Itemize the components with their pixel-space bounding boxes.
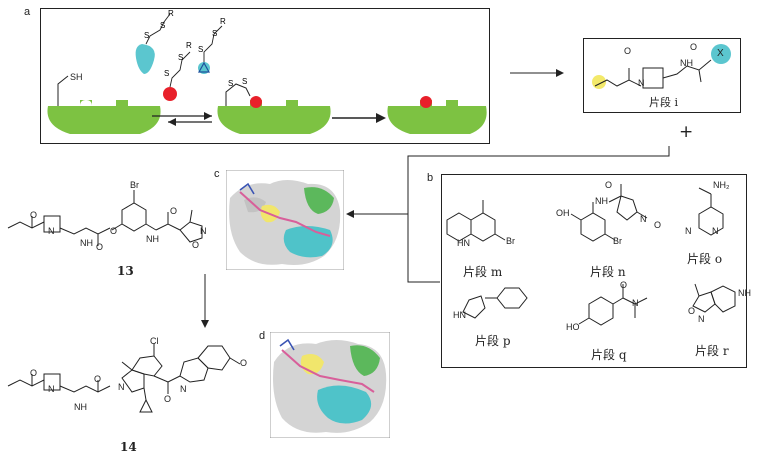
x-group-label: X <box>717 48 724 59</box>
atom-sh: SH <box>70 72 83 82</box>
atom-nh: NH <box>146 234 159 244</box>
atom-n: N <box>698 314 705 324</box>
atom-n: N <box>118 382 125 392</box>
triangle-ligand <box>197 25 223 74</box>
atom-nh2: NH₂ <box>713 180 730 190</box>
plus-sign: + <box>679 122 694 142</box>
arrow-to-fragment-i <box>510 69 564 77</box>
connector-lines <box>346 146 670 283</box>
compound-13-structure <box>7 190 203 246</box>
atom-o: O <box>620 280 628 290</box>
atom-o: O <box>690 42 698 52</box>
atom-o: O <box>30 210 38 220</box>
atom-nh: NH <box>680 58 693 68</box>
atom-o: O <box>30 368 38 378</box>
atom-o: O <box>624 46 632 56</box>
panel-a-letter: a <box>24 6 31 18</box>
compound-14-structure <box>7 344 241 413</box>
atom-br: Br <box>506 236 515 246</box>
atom-r: R <box>220 17 226 26</box>
atom-o: O <box>240 358 248 368</box>
compound-14-label: 14 <box>120 440 137 454</box>
atom-o: O <box>192 240 200 250</box>
structure-r <box>692 283 736 313</box>
atom-s: S <box>212 29 217 38</box>
atom-br: Br <box>130 180 139 190</box>
red-ligand <box>163 51 191 101</box>
protein-tethered <box>217 83 331 134</box>
arrow-13-to-14 <box>201 274 209 328</box>
structure-n <box>570 184 648 242</box>
fragment-r-label: 片段 r <box>695 344 729 358</box>
atom-ho: HO <box>566 322 580 332</box>
panel-a-frame <box>40 8 490 144</box>
fragment-i-frame <box>583 38 741 113</box>
atom-r: R <box>168 9 174 18</box>
panel-b-structures <box>446 184 736 326</box>
compound-13-label: 13 <box>117 264 134 278</box>
fragment-q-label: 片段 q <box>591 348 627 362</box>
panel-b-frame <box>441 174 747 368</box>
structure-o <box>698 187 724 236</box>
forward-arrow <box>332 113 386 123</box>
panel-c-letter: c <box>214 168 220 180</box>
panel-d-surface <box>270 332 390 438</box>
atom-oh: OH <box>556 208 570 218</box>
fragment-i-structure <box>592 44 731 89</box>
atom-cl: Cl <box>150 336 159 346</box>
atom-n: N <box>48 226 55 236</box>
atom-o: O <box>605 180 613 190</box>
structure-m <box>446 200 506 242</box>
atom-s: S <box>198 45 203 54</box>
protein-bound <box>387 96 487 134</box>
atom-s: S <box>164 69 169 78</box>
atom-n: N <box>632 298 639 308</box>
structure-q <box>578 284 648 326</box>
fragment-m-label: 片段 m <box>463 265 503 279</box>
atom-o: O <box>688 306 696 316</box>
atom-n: N <box>200 226 207 236</box>
atom-o: O <box>96 242 104 252</box>
atom-n: N <box>712 226 719 236</box>
atom-o: O <box>164 394 172 404</box>
panel-a-drawing: SH S S R S S R S S R S S <box>47 9 487 134</box>
fragment-o-label: 片段 o <box>687 252 723 266</box>
structure-p <box>462 287 528 319</box>
atom-n: N <box>685 226 692 236</box>
panel-c-surface <box>226 170 344 270</box>
atom-o: O <box>110 226 118 236</box>
atom-n: N <box>180 384 187 394</box>
fragment-i-label: 片段 i <box>649 96 679 109</box>
panel-d-letter: d <box>259 330 266 342</box>
protein-apo <box>47 75 161 134</box>
panel-b-letter: b <box>427 172 434 184</box>
atom-o: O <box>170 206 178 216</box>
atom-s: S <box>228 79 233 88</box>
atom-o: O <box>654 220 662 230</box>
atom-s: S <box>242 77 247 86</box>
atom-nh: NH <box>74 402 87 412</box>
atom-nh: NH <box>595 196 608 206</box>
atom-s: S <box>178 53 183 62</box>
atom-hn: HN <box>453 310 466 320</box>
fragment-p-label: 片段 p <box>475 334 511 348</box>
atom-n: N <box>640 214 647 224</box>
atom-r: R <box>186 41 192 50</box>
atom-n: N <box>48 384 55 394</box>
equilibrium-arrows <box>152 112 212 126</box>
atom-br: Br <box>613 236 622 246</box>
atom-s: S <box>144 31 149 40</box>
fragment-n-label: 片段 n <box>590 265 626 279</box>
atom-nh: NH <box>738 288 751 298</box>
atom-s: S <box>160 21 165 30</box>
atom-n: N <box>638 78 645 88</box>
atom-nh: NH <box>80 238 93 248</box>
atom-o: O <box>94 374 102 384</box>
atom-hn: HN <box>457 238 470 248</box>
cyan-ligand <box>135 13 171 74</box>
